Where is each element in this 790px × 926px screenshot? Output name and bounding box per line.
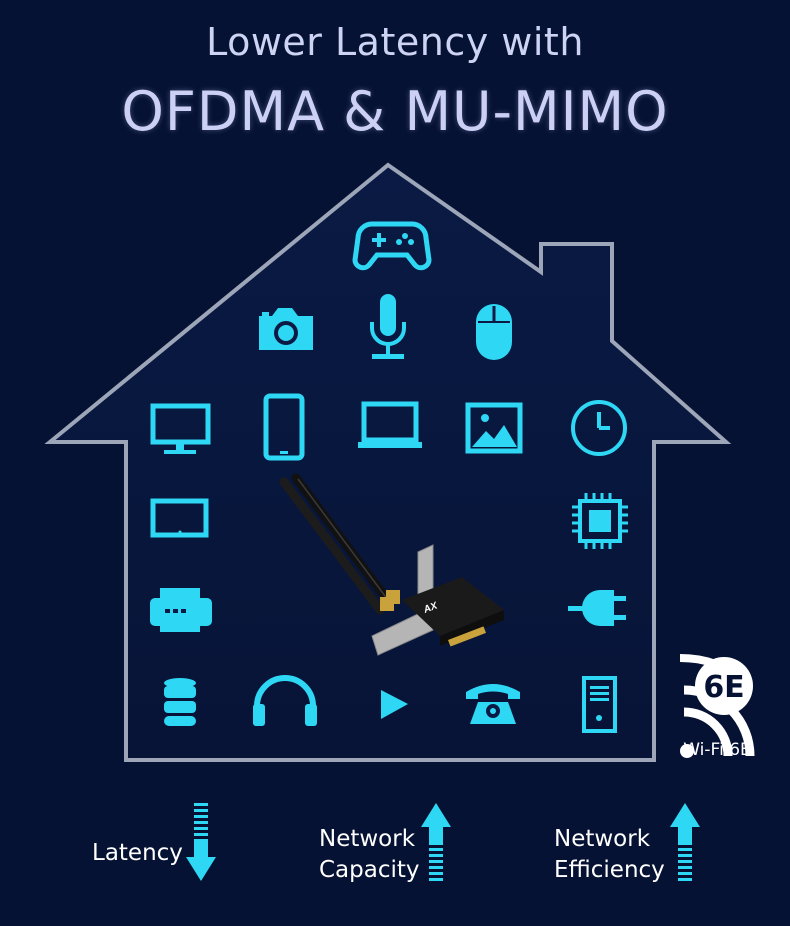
metric-capacity-label-line2: Capacity bbox=[319, 857, 420, 883]
play-icon bbox=[381, 690, 408, 719]
laptop-icon bbox=[358, 401, 422, 448]
metric-efficiency: Network Efficiency bbox=[554, 824, 665, 886]
metric-capacity-label-line1: Network bbox=[319, 826, 416, 852]
metric-capacity: Network Capacity bbox=[319, 824, 420, 886]
house-outline bbox=[44, 162, 732, 762]
telephone-icon bbox=[466, 684, 520, 724]
efficiency-up-arrow-icon bbox=[670, 803, 700, 881]
database-icon bbox=[164, 678, 196, 726]
mouse-icon bbox=[476, 304, 512, 360]
heading-line-2: OFDMA & MU-MIMO bbox=[121, 80, 669, 143]
metric-latency: Latency bbox=[92, 838, 183, 869]
camera-icon bbox=[259, 308, 313, 350]
gamepad-icon bbox=[352, 221, 432, 271]
metric-efficiency-label-line2: Efficiency bbox=[554, 857, 665, 883]
capacity-up-arrow-icon bbox=[421, 803, 451, 881]
latency-down-arrow-icon bbox=[186, 803, 216, 881]
tablet-icon bbox=[150, 498, 209, 538]
heading-line-1: Lower Latency with bbox=[206, 20, 584, 64]
smartphone-icon bbox=[263, 393, 305, 461]
wifi-6e-badge: 6E bbox=[679, 654, 755, 758]
chip-icon bbox=[572, 493, 628, 549]
headphones-icon bbox=[253, 675, 317, 726]
metric-latency-label: Latency bbox=[92, 840, 183, 866]
clock-icon bbox=[571, 400, 627, 456]
plug-icon bbox=[568, 590, 626, 626]
wifi-6e-label: Wi-Fi 6E bbox=[683, 740, 751, 760]
wifi-6e-logo-text: 6E bbox=[703, 670, 744, 705]
wifi-card-image: AX bbox=[279, 473, 504, 656]
metric-efficiency-label-line1: Network bbox=[554, 826, 651, 852]
printer-icon bbox=[150, 588, 212, 632]
tower-pc-icon bbox=[582, 676, 617, 733]
microphone-icon bbox=[370, 294, 406, 359]
image-icon bbox=[465, 402, 523, 454]
card-label: AX bbox=[421, 600, 440, 616]
monitor-icon bbox=[150, 403, 211, 454]
